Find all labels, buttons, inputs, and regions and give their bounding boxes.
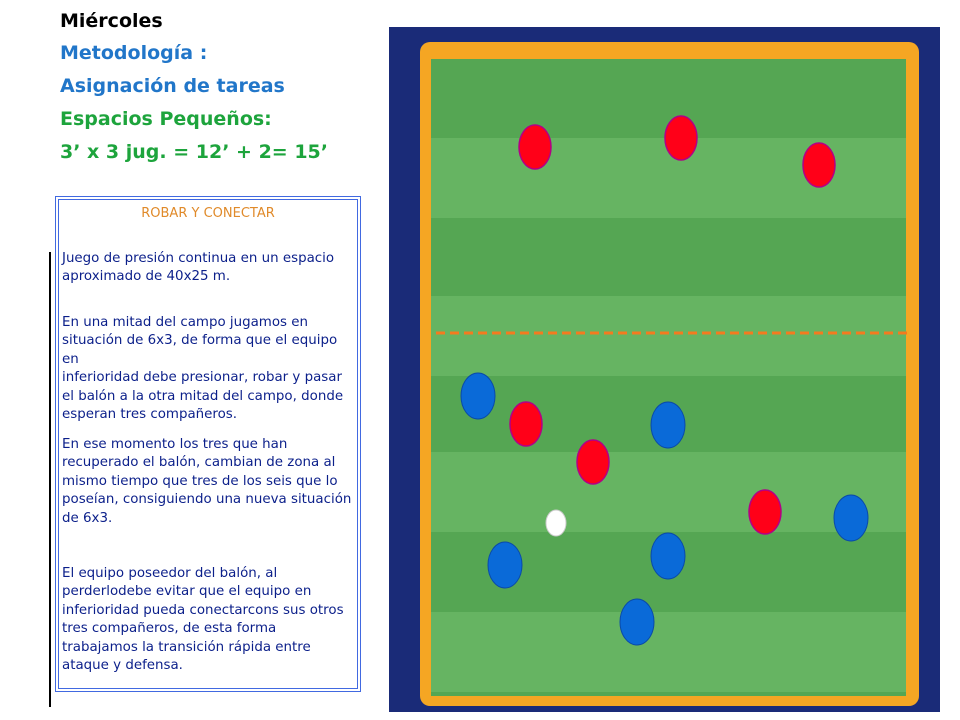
description-paragraph: El equipo poseedor del balón, al perderlo…	[62, 565, 358, 675]
description-line: ataque y defensa.	[62, 658, 183, 674]
day-title: Miércoles	[60, 10, 163, 32]
red-player	[664, 115, 698, 161]
red-player	[748, 489, 782, 535]
description-line: Juego de presión continua en un espacio	[62, 251, 335, 266]
red-player	[576, 439, 610, 485]
red-player	[509, 401, 543, 447]
time-formula: 3’ x 3 jug. = 12’ + 2= 15’	[60, 141, 328, 163]
methodology-label: Metodología :	[60, 42, 208, 64]
description-line: perderlodebe evitar que el equipo en	[62, 584, 312, 600]
red-player	[518, 124, 552, 170]
description-line: tres compañeros, de esta forma	[62, 621, 277, 637]
description-line: trabajamos la transición rápida entre	[62, 639, 311, 655]
description-line: En una mitad del campo jugamos en	[62, 315, 309, 330]
blue-player	[460, 372, 496, 420]
blue-player	[650, 532, 686, 580]
grass-stripe	[431, 452, 906, 532]
small-spaces-label: Espacios Pequeños:	[60, 108, 272, 130]
red-player	[802, 142, 836, 188]
description-line: mismo tiempo que tres de los seis que lo	[62, 473, 338, 489]
blue-player	[487, 541, 523, 589]
grass-stripe	[431, 612, 906, 692]
blue-player	[619, 598, 655, 646]
description-line: inferioridad debe presionar, robar y pas…	[62, 370, 342, 386]
blue-player	[833, 494, 869, 542]
description-line: El equipo poseedor del balón, al	[62, 566, 278, 581]
description-line: recuperado el balón, cambian de zona al	[62, 455, 336, 471]
description-line: el balón a la otra mitad del campo, dond…	[62, 388, 344, 404]
ball	[545, 509, 567, 537]
task-assignment-label: Asignación de tareas	[60, 75, 285, 97]
exercise-title: ROBAR Y CONECTAR	[141, 206, 275, 221]
description-line: En ese momento los tres que han	[62, 437, 288, 452]
description-line: esperan tres compañeros.	[62, 407, 238, 423]
description-line: poseían, consiguiendo una nueva situació…	[62, 492, 352, 508]
blue-player	[650, 401, 686, 449]
description-paragraph: En una mitad del campo jugamos en situaci…	[62, 314, 358, 424]
description-paragraph: Juego de presión continua en un espacio a…	[62, 250, 358, 287]
description-line: situación de 6x3, de forma que el equipo…	[62, 333, 338, 367]
exercise-card	[55, 196, 361, 692]
description-line: inferioridad pueda conectarcons sus otro…	[62, 602, 344, 618]
grass-stripe	[431, 296, 906, 376]
description-paragraph: En ese momento los tres que han recuperad…	[62, 436, 358, 528]
description-line: de 6x3.	[62, 510, 113, 526]
vertical-divider	[49, 252, 51, 707]
description-line: aproximado de 40x25 m.	[62, 269, 231, 285]
